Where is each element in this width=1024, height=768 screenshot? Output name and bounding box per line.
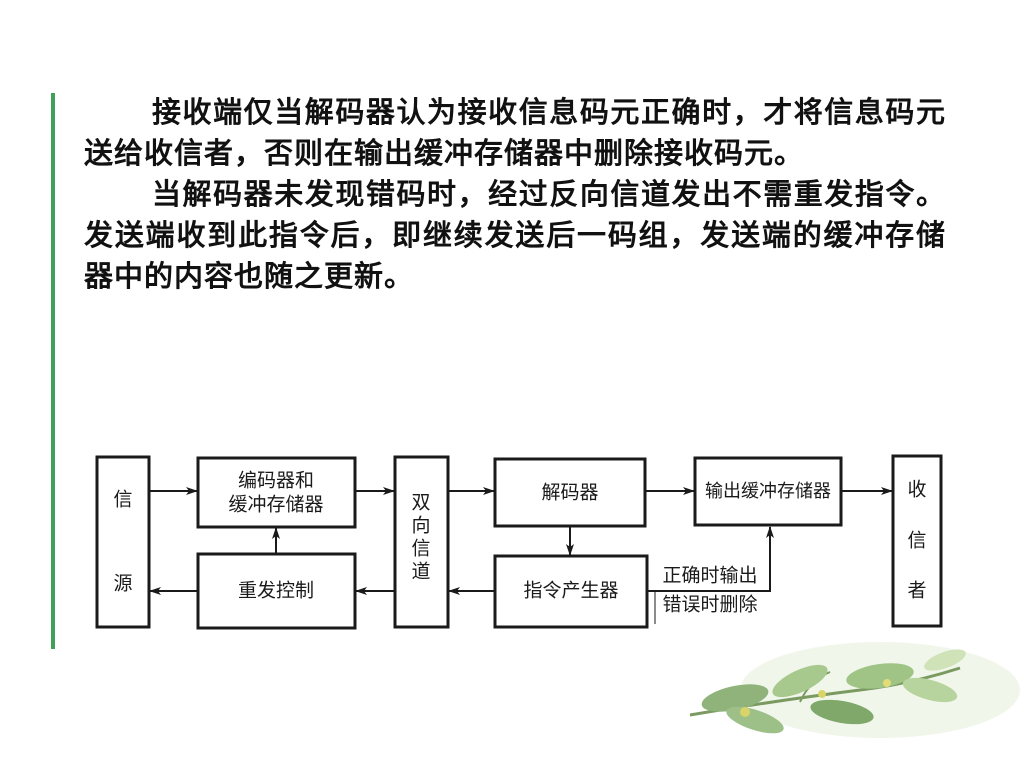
output-buffer-block: 输出缓冲存储器	[693, 456, 843, 527]
command-label: 指令产生器	[523, 580, 618, 602]
receiver-label-3: 者	[907, 580, 926, 602]
receiver-block: 收 信 者	[891, 454, 943, 628]
channel-label-2: 向	[411, 515, 430, 537]
paragraph-1: 接收端仅当解码器认为接收信息码元正确时，才将信息码元送给收信者，否则在输出缓冲存…	[84, 95, 946, 170]
receiver-label-1: 收	[907, 479, 926, 501]
leaf-branch-decoration	[689, 642, 1020, 738]
channel-label-1: 双	[411, 492, 430, 514]
encoder-label-1: 编码器和	[238, 470, 314, 492]
decoder-block: 解码器	[493, 457, 647, 528]
command-generator-block: 指令产生器	[493, 554, 649, 629]
output-buffer-label: 输出缓冲存储器	[705, 481, 831, 502]
source-label-2: 源	[113, 573, 132, 595]
channel-block: 双 向 信 道	[393, 455, 450, 629]
arrow-command-to-output-buffer	[647, 526, 774, 592]
paragraph-2: 当解码器未发现错码时，经过反向信道发出不需重发指令。发送端收到此指令后，即继续发…	[84, 177, 946, 293]
encoder-label-2: 缓冲存储器	[228, 494, 323, 516]
retransmit-control-block: 重发控制	[196, 552, 357, 630]
receiver-label-2: 信	[907, 530, 926, 552]
encoder-buffer-block: 编码器和 缓冲存储器	[196, 456, 357, 529]
accent-bar	[51, 93, 55, 649]
note-correct-output: 正确时输出	[662, 565, 757, 587]
channel-label-3: 信	[411, 538, 430, 560]
source-label-1: 信	[113, 489, 132, 511]
decoder-label: 解码器	[541, 482, 598, 504]
source-block: 信 源	[95, 455, 151, 629]
channel-label-4: 道	[411, 561, 430, 583]
note-error-delete: 错误时删除	[662, 594, 757, 616]
body-text: 接收端仅当解码器认为接收信息码元正确时，才将信息码元送给收信者，否则在输出缓冲存…	[84, 92, 946, 297]
retransmit-label: 重发控制	[238, 580, 314, 602]
